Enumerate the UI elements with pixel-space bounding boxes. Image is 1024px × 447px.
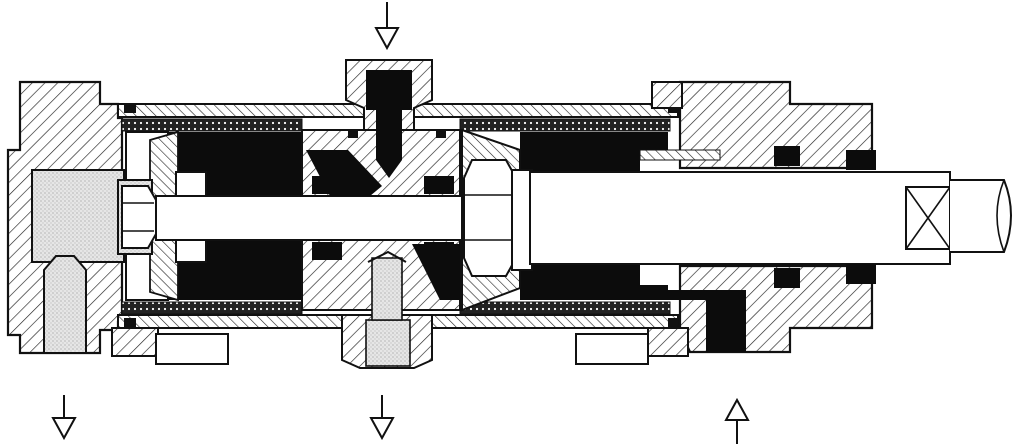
left-piston [117, 130, 207, 302]
arrow-top-port-down [374, 2, 400, 51]
barrel-tube [117, 103, 680, 329]
main-piston-rod [529, 171, 1012, 265]
mounting-blocks [111, 81, 689, 365]
arrow-bottom-left-down [51, 395, 77, 441]
piston-rod-inner [155, 195, 477, 241]
right-end-cap [639, 80, 876, 354]
top-port-fitting [345, 59, 433, 178]
left-end-cap [6, 80, 125, 355]
right-piston [461, 128, 533, 312]
arrow-bottom-right-up [724, 397, 750, 444]
bottom-middle-port-fitting [341, 250, 433, 369]
arrow-bottom-middle-down [369, 395, 395, 441]
